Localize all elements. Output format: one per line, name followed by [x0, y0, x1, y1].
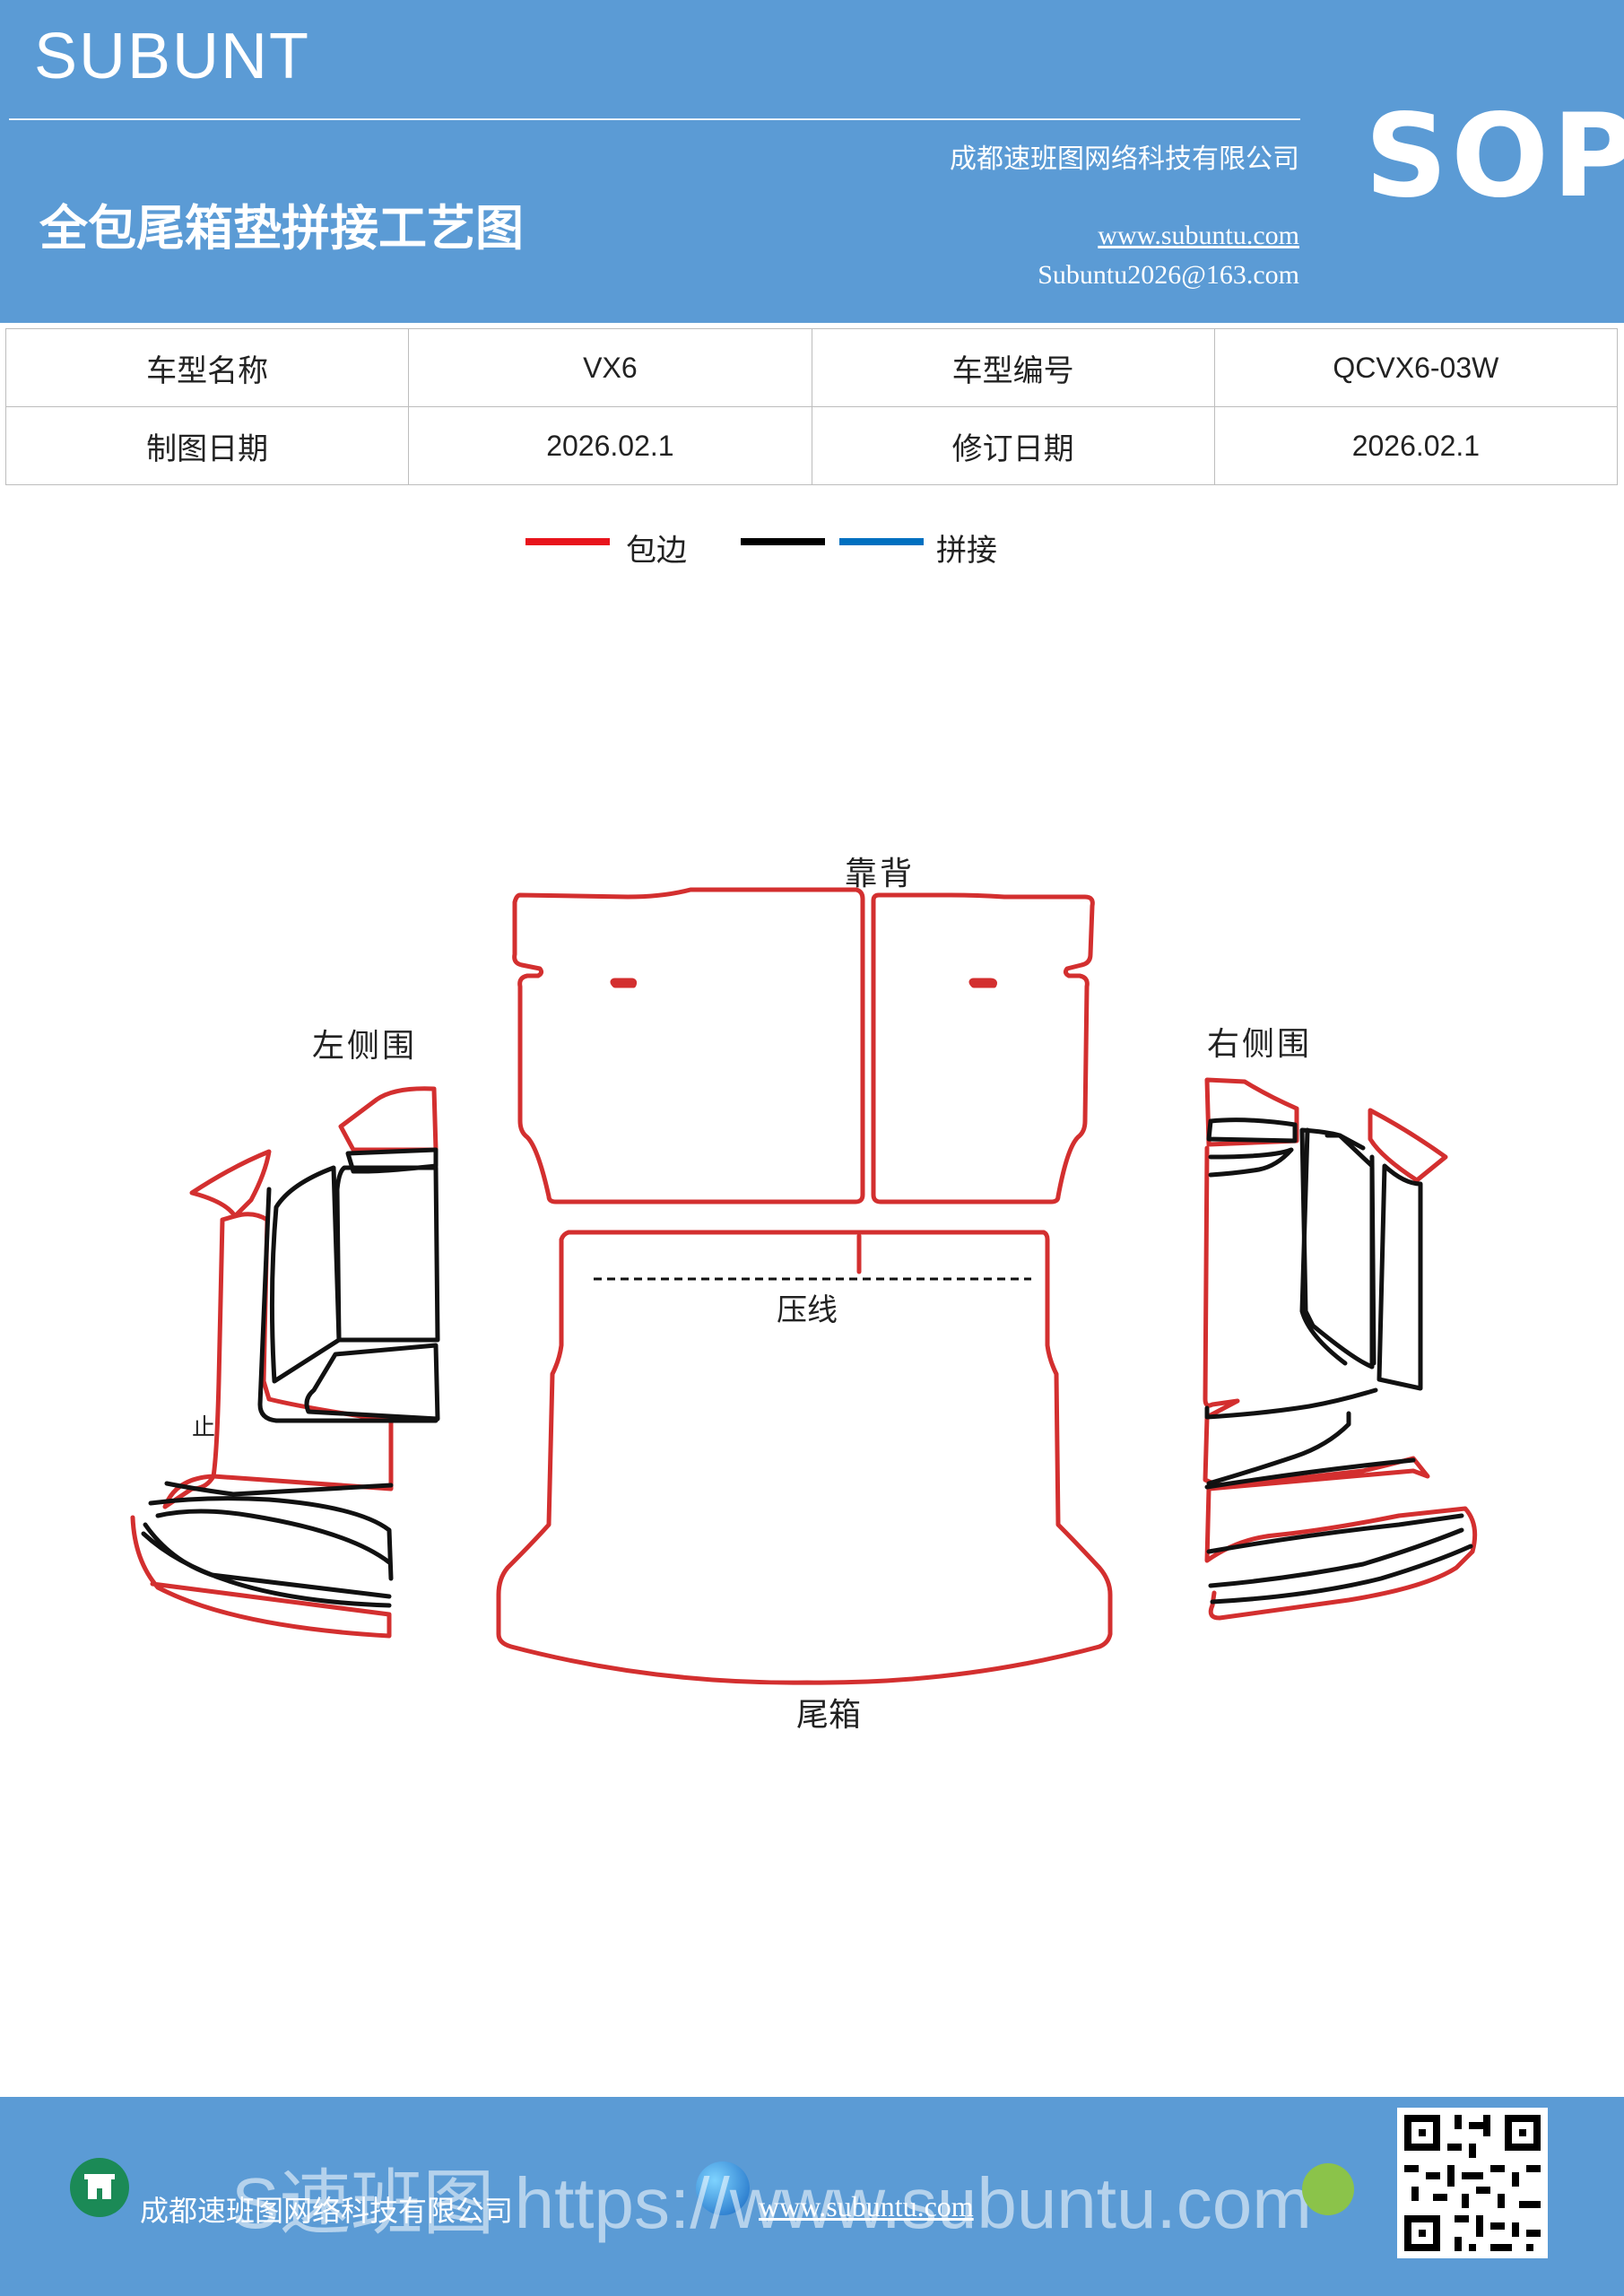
right-seam-13 — [1210, 1544, 1473, 1605]
globe-icon — [696, 2161, 750, 2215]
backrest-right-panel — [871, 892, 1095, 1205]
header-website-link[interactable]: www.subuntu.com — [1098, 221, 1299, 250]
table-row: 车型名称 VX6 车型编号 QCVX6-03W — [4, 328, 1619, 407]
left-seam-10 — [141, 1531, 392, 1608]
document-title: 全包尾箱垫拼接工艺图 — [39, 199, 524, 257]
header-banner — [0, 0, 1624, 323]
legend-swatch-black — [741, 538, 825, 545]
right-side-panels — [1203, 1077, 1478, 1621]
footer-watermark: S速班图 https://www.subuntu.com — [231, 2163, 1312, 2243]
table-cell-label: 车型编号 — [811, 328, 1215, 407]
legend-label-trim: 包边 — [626, 533, 687, 569]
left-seam-7 — [148, 1496, 394, 1581]
qr-code — [1397, 2108, 1548, 2258]
header-company: 成都速班图网络科技有限公司 — [950, 144, 1299, 175]
label-crease: 压线 — [777, 1292, 838, 1328]
table-cell-label: 车型名称 — [4, 328, 410, 407]
stray-mark: 止 — [192, 1414, 215, 1441]
left-seam-9 — [155, 1509, 392, 1565]
footer-website-link[interactable]: www.subuntu.com — [759, 2190, 974, 2222]
right-seam-9 — [1206, 1411, 1351, 1486]
building-icon — [70, 2158, 129, 2217]
right-seams — [1204, 1118, 1473, 1605]
label-backrest: 靠背 — [845, 856, 915, 892]
right-seam-1 — [1206, 1118, 1298, 1144]
trunk-mat-diagram: 靠背 左侧围 右侧围 压线 尾箱 止 — [130, 856, 1478, 1734]
backrest-panels — [496, 887, 1113, 1685]
label-trunk: 尾箱 — [796, 1697, 861, 1734]
right-seam-4 — [1324, 1133, 1366, 1151]
line-legend: 包边 拼接 — [0, 520, 1624, 583]
right-seam-6 — [1299, 1127, 1348, 1366]
table-cell-value: 2026.02.1 — [1213, 406, 1619, 485]
table-cell-value: VX6 — [408, 328, 812, 407]
right-seam-5 — [1369, 1154, 1376, 1366]
trunk-floor-panel — [496, 1230, 1113, 1685]
right-seam-7 — [1376, 1163, 1423, 1391]
brand-logo-text: SUBUNT — [34, 21, 311, 92]
left-side-panels — [130, 1086, 440, 1639]
footer-banner — [0, 2097, 1624, 2296]
table-cell-label: 修订日期 — [811, 406, 1215, 485]
header-divider — [9, 118, 1300, 120]
left-piece-b — [189, 1149, 272, 1219]
right-seam-3 — [1299, 1127, 1375, 1370]
legend-swatch-blue — [839, 538, 924, 545]
label-right-side: 右侧围 — [1207, 1026, 1312, 1063]
backrest-right-slot — [968, 978, 997, 988]
legend-label-seam: 拼接 — [936, 533, 997, 569]
right-seam-10 — [1204, 1457, 1416, 1490]
right-piece-a — [1204, 1077, 1299, 1147]
left-seam-6 — [164, 1481, 394, 1497]
table-row: 制图日期 2026.02.1 修订日期 2026.02.1 — [4, 406, 1619, 485]
right-seam-8 — [1204, 1387, 1378, 1420]
table-cell-value: QCVX6-03W — [1213, 328, 1619, 407]
table-cell-value: 2026.02.1 — [408, 406, 812, 485]
table-cell-label: 制图日期 — [4, 406, 410, 485]
left-seam-5 — [257, 1187, 439, 1423]
right-seam-2 — [1208, 1147, 1294, 1178]
footer-company: 成都速班图网络科技有限公司 — [140, 2194, 514, 2228]
left-piece-a — [338, 1086, 439, 1152]
left-seam-3 — [334, 1165, 440, 1343]
backrest-left-panel — [512, 887, 865, 1205]
wechat-icon — [1302, 2163, 1354, 2215]
header-email: Subuntu2026@163.com — [1038, 260, 1299, 290]
label-left-side: 左侧围 — [312, 1028, 417, 1065]
right-seam-12 — [1208, 1527, 1464, 1588]
vehicle-info-table: 车型名称 VX6 车型编号 QCVX6-03W 制图日期 2026.02.1 修… — [4, 328, 1619, 485]
left-seams — [141, 1147, 440, 1608]
backrest-left-slot — [610, 978, 638, 988]
left-seam-4 — [304, 1343, 440, 1422]
left-lower-outer — [130, 1515, 392, 1639]
sop-badge: SOP — [1365, 90, 1624, 223]
legend-swatch-red — [525, 538, 610, 545]
left-outer — [162, 1212, 394, 1509]
right-seam-11 — [1206, 1513, 1464, 1554]
right-piece-b — [1368, 1108, 1448, 1183]
left-seam-2 — [269, 1165, 342, 1384]
